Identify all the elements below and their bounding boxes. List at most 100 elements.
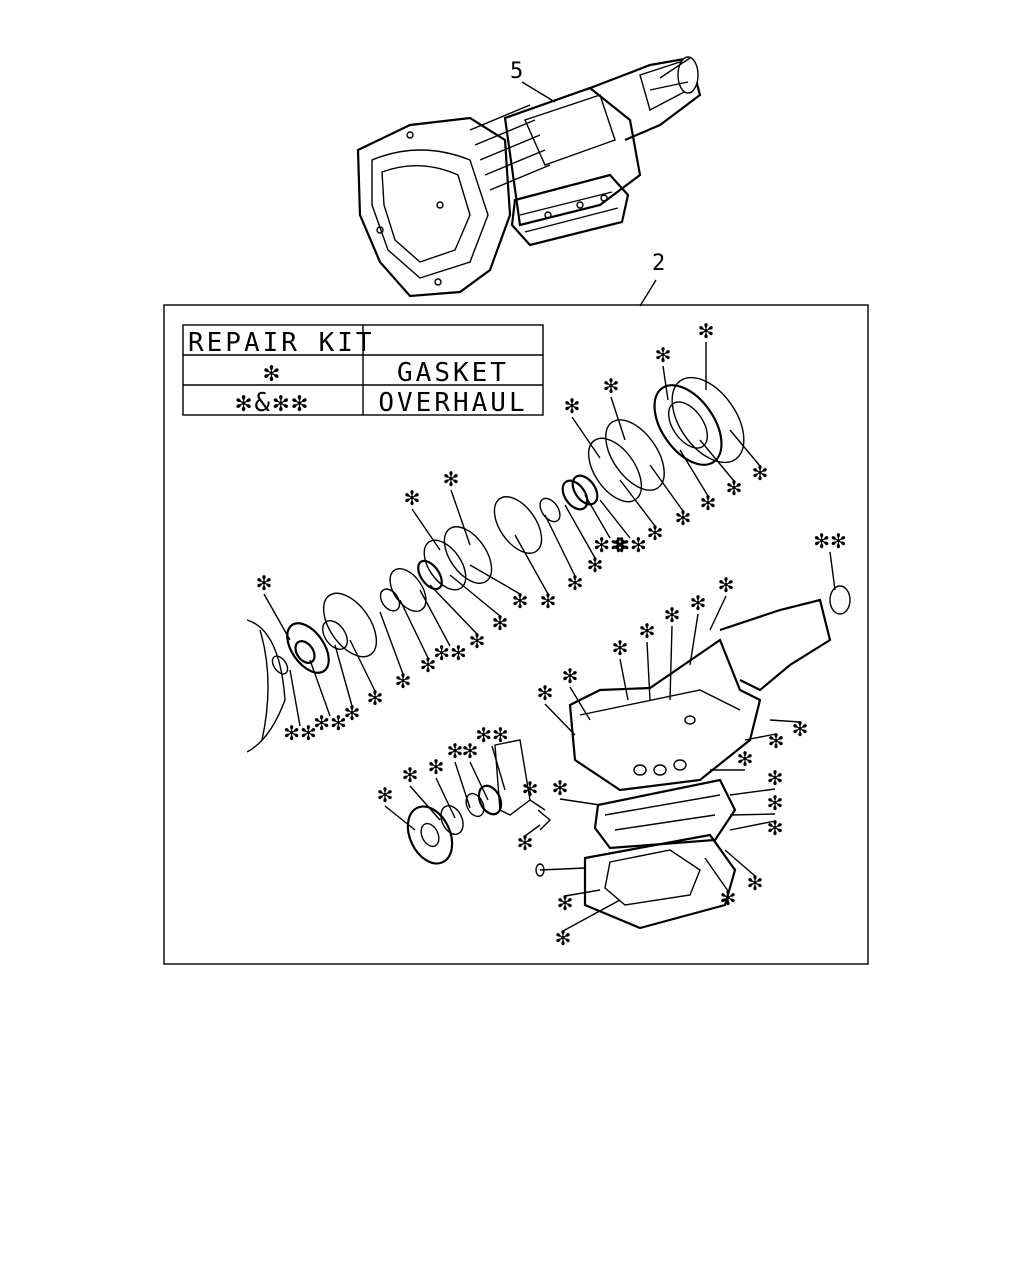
marker-leader-line [449,574,501,617]
marker-leader-line [646,641,651,701]
marker-leader-line [469,564,521,595]
gasket-marker: ✻ [443,467,460,491]
marker-leader-line [729,788,776,796]
marker-leader-line [744,733,777,741]
gasket-marker: ✻ [555,926,572,950]
marker-leader-line [571,416,601,459]
seal-ring-stack [246,376,745,753]
gasket-marker: ✻ [404,486,421,510]
gasket-marker: ✻ [767,816,784,840]
marker-leader-line [729,429,761,467]
overhaul-marker: ✻✻ [613,533,647,557]
gasket-marker: ✻ [512,589,529,613]
marker-leader-line [619,658,629,701]
marker-leader-line [411,508,441,551]
table-header: REPAIR KIT [188,328,375,358]
marker-leader-line [379,611,404,675]
marker-leader-line [559,798,601,806]
gasket-marker: ✻ [552,776,569,800]
callout-number-5: 5 [510,59,523,84]
marker-leader-line [450,489,471,546]
marker-leader-line [399,599,429,659]
marker-leader-line [724,849,756,877]
servo-components [406,739,552,865]
gasket-marker: ✻ [639,619,656,643]
gasket-marker: ✻ [402,763,419,787]
gasket-marker: ✻ [690,591,707,615]
gasket-marker: ✻ [344,701,361,725]
gasket-marker: ✻ [447,739,464,763]
gasket-marker: ✻ [767,766,784,790]
gasket-marker: ✻ [698,319,715,343]
table-row-overhaul-name: OVERHAUL [378,388,527,418]
marker-leader-line [524,824,541,837]
marker-leader-line [409,785,441,821]
gasket-marker: ✻ [752,461,769,485]
marker-leader-line [529,799,546,811]
marker-leader-line [564,889,601,897]
gasket-marker: ✻ [395,669,412,693]
marker-leader-line [454,761,471,809]
gasket-marker: ✻ [462,739,479,763]
table-row-gasket-name: GASKET [397,358,509,388]
gasket-marker: ✻ [726,476,743,500]
gasket-marker: ✻ [675,506,692,530]
gasket-marker: ✻ [517,831,534,855]
marker-leader-line [662,365,669,401]
marker-leader-line [544,703,576,736]
gasket-marker: ✻ [768,729,785,753]
gasket-marker: ✻ [522,777,539,801]
marker-leader-line [334,644,353,707]
marker-leader-line [419,589,451,647]
marker-leader-line [564,504,596,559]
part-markers: ✻✻✻✻✻✻✻✻✻✻✻✻✻✻✻✻✻✻✻✻✻✻✻✻✻✻✻✻✻✻✻✻✻✻✻✻✻✻✻✻… [256,319,847,950]
overhaul-marker: ✻✻ [475,723,509,747]
marker-leader-line [829,551,836,591]
marker-leader-line [491,745,506,791]
callout-5: 5 [510,59,556,103]
transmission-assembly [356,56,702,298]
callout-number-2: 2 [652,251,665,276]
gasket-marker: ✻ [537,681,554,705]
gasket-marker: ✻ [564,394,581,418]
marker-leader-line [699,439,735,482]
marker-leader-line [610,396,626,441]
marker-leader-line [679,449,709,497]
case-valve-body-pan [535,585,851,930]
gasket-marker: ✻ [700,491,717,515]
marker-leader-line [584,494,611,539]
gasket-marker: ✻ [557,891,574,915]
repair-kit-table: REPAIR KIT ✻ GASKET ✻&✻✻ OVERHAUL [182,324,544,418]
gasket-marker: ✻ [567,571,584,595]
gasket-marker: ✻ [720,886,737,910]
gasket-marker: ✻ [587,553,604,577]
table-row-gasket-symbol: ✻ [264,358,283,388]
kit-frame [163,304,869,965]
marker-leader-line [619,479,656,527]
gasket-marker: ✻ [718,573,735,597]
gasket-marker: ✻ [428,755,445,779]
marker-leader-line [569,686,591,721]
marker-leader-line [469,761,489,801]
gasket-marker: ✻ [603,374,620,398]
marker-leader-line [689,613,699,666]
gasket-marker: ✻ [367,686,384,710]
marker-leader-line [263,593,291,641]
marker-leader-line [709,595,727,631]
gasket-marker: ✻ [747,871,764,895]
marker-leader-line [514,534,549,595]
gasket-marker: ✻ [655,343,672,367]
callout-2: 2 [639,251,665,307]
marker-leader-line [429,584,478,635]
marker-leader-line [599,499,631,539]
marker-leader-line [349,639,376,692]
marker-leader-line [435,777,456,819]
table-row-overhaul-symbol: ✻&✻✻ [236,388,311,418]
marker-leader-line [669,625,673,701]
marker-leader-line [309,659,331,717]
gasket-marker: ✻ [492,611,509,635]
overhaul-marker: ✻✻ [813,529,847,553]
marker-leader-line [769,719,801,723]
